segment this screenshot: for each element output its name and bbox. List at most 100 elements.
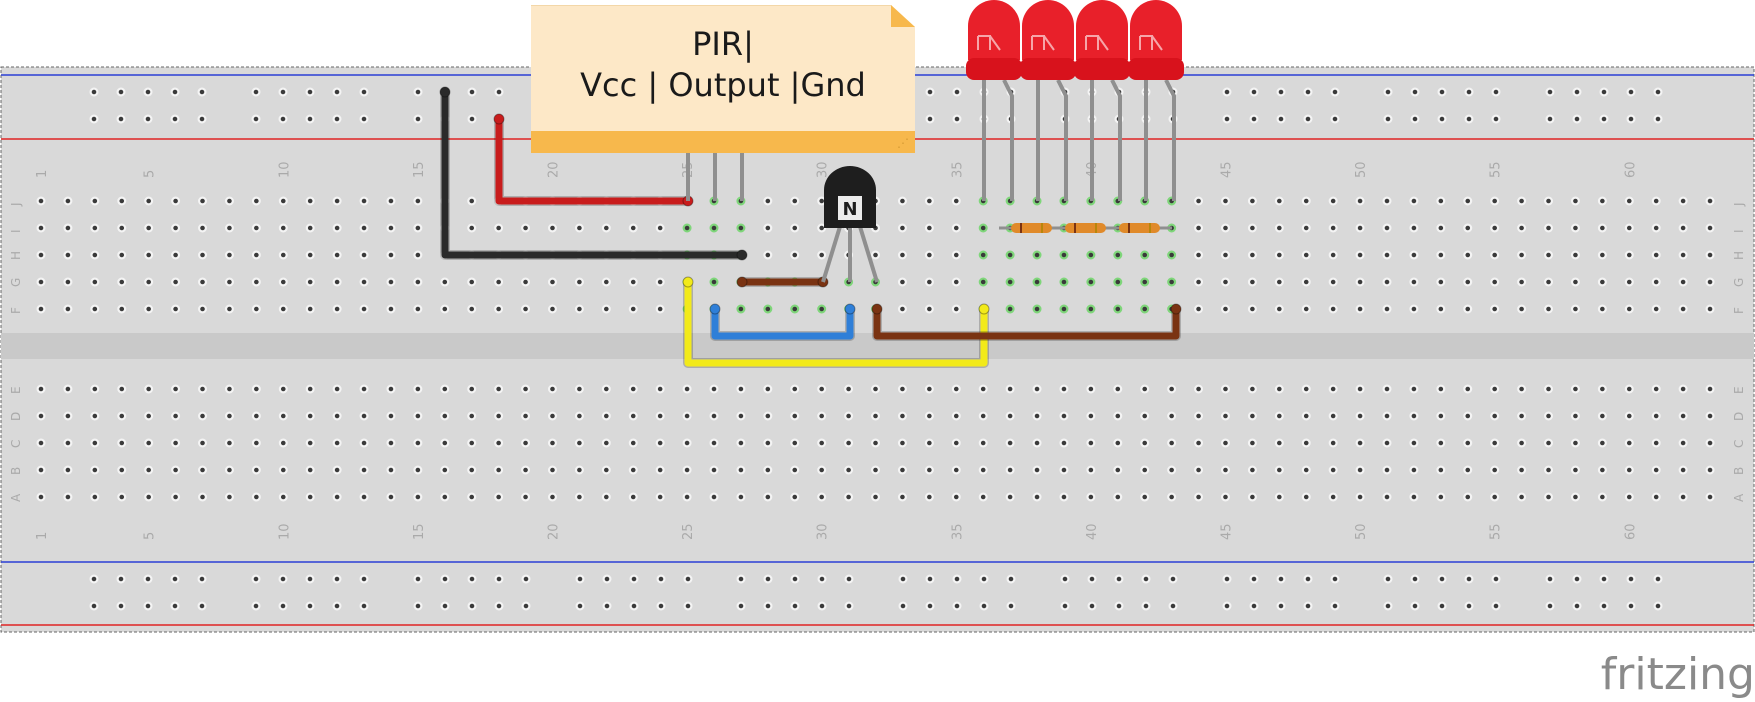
rail-hole <box>763 601 773 611</box>
terminal-hole <box>1140 438 1150 448</box>
rail-hole <box>629 601 639 611</box>
terminal-hole <box>628 438 638 448</box>
rail-hole <box>1330 574 1340 584</box>
terminal-hole <box>1544 250 1554 260</box>
terminal-hole <box>1220 196 1230 206</box>
rail-hole <box>898 601 908 611</box>
terminal-hole <box>1570 304 1580 314</box>
terminal-hole <box>1597 304 1607 314</box>
terminal-hole <box>1490 438 1500 448</box>
led-3-highlight <box>1085 35 1109 51</box>
terminal-hole <box>655 223 665 233</box>
terminal-hole <box>171 411 181 421</box>
terminal-hole <box>897 411 907 421</box>
col-number-bottom: 30 <box>816 523 831 540</box>
terminal-hole <box>1032 492 1042 502</box>
terminal-hole <box>359 223 369 233</box>
terminal-hole <box>547 438 557 448</box>
terminal-hole <box>1005 411 1015 421</box>
terminal-hole <box>1436 492 1446 502</box>
wire-blue-end <box>709 303 721 315</box>
rail-hole <box>1276 114 1286 124</box>
rail-hole <box>1626 114 1636 124</box>
terminal-hole <box>1517 384 1527 394</box>
terminal-hole <box>763 223 773 233</box>
terminal-hole <box>198 223 208 233</box>
terminal-hole <box>1274 304 1284 314</box>
terminal-hole <box>440 277 450 287</box>
rail-hole <box>1276 87 1286 97</box>
rail-hole <box>844 601 854 611</box>
wire-yellow-end <box>978 303 990 315</box>
terminal-hole <box>978 492 988 502</box>
terminal-hole <box>951 196 961 206</box>
rail-hole <box>1437 601 1447 611</box>
rail-hole <box>1168 601 1178 611</box>
terminal-hole <box>117 492 127 502</box>
terminal-hole <box>1436 277 1446 287</box>
terminal-hole <box>144 223 154 233</box>
rail-hole <box>817 601 827 611</box>
terminal-hole <box>278 277 288 287</box>
terminal-hole <box>36 492 46 502</box>
terminal-hole <box>1194 250 1204 260</box>
led-4 <box>1130 0 1182 60</box>
terminal-hole <box>467 196 477 206</box>
rail-hole <box>1141 601 1151 611</box>
terminal-hole <box>386 384 396 394</box>
terminal-hole <box>413 304 423 314</box>
rail-hole <box>305 87 315 97</box>
rail-hole <box>1572 87 1582 97</box>
terminal-hole <box>413 250 423 260</box>
terminal-hole <box>305 465 315 475</box>
terminal-hole <box>1382 438 1392 448</box>
terminal-hole <box>547 277 557 287</box>
terminal-hole <box>467 223 477 233</box>
rail-hole <box>251 574 261 584</box>
rail-hole <box>467 574 477 584</box>
terminal-hole <box>1059 304 1069 314</box>
terminal-hole <box>224 384 234 394</box>
rail-hole <box>925 114 935 124</box>
terminal-hole <box>332 438 342 448</box>
rail-hole <box>1249 114 1259 124</box>
terminal-hole <box>897 492 907 502</box>
terminal-hole <box>332 465 342 475</box>
terminal-hole <box>924 384 934 394</box>
led-4-rim <box>1128 58 1184 80</box>
terminal-hole <box>736 492 746 502</box>
terminal-hole <box>1167 492 1177 502</box>
terminal-hole <box>1624 250 1634 260</box>
terminal-hole <box>1086 465 1096 475</box>
terminal-hole <box>1032 438 1042 448</box>
terminal-hole <box>817 250 827 260</box>
rail-hole <box>1464 601 1474 611</box>
terminal-hole <box>198 277 208 287</box>
terminal-hole <box>332 250 342 260</box>
terminal-hole <box>978 411 988 421</box>
terminal-hole <box>1651 438 1661 448</box>
terminal-hole <box>359 196 369 206</box>
rail-hole <box>143 601 153 611</box>
terminal-hole <box>1490 465 1500 475</box>
terminal-hole <box>736 223 746 233</box>
terminal-hole <box>90 411 100 421</box>
rail-hole <box>197 574 207 584</box>
terminal-hole <box>547 411 557 421</box>
terminal-hole <box>467 384 477 394</box>
terminal-hole <box>978 384 988 394</box>
rail-hole <box>1653 114 1663 124</box>
terminal-hole <box>1705 277 1715 287</box>
terminal-hole <box>574 438 584 448</box>
terminal-hole <box>1167 277 1177 287</box>
rail-hole <box>521 601 531 611</box>
wire-black <box>441 88 746 259</box>
terminal-hole <box>36 465 46 475</box>
terminal-hole <box>521 277 531 287</box>
terminal-hole <box>1328 411 1338 421</box>
terminal-hole <box>386 411 396 421</box>
col-number-bottom: 25 <box>681 523 696 540</box>
terminal-hole <box>1113 277 1123 287</box>
terminal-hole <box>844 492 854 502</box>
terminal-hole <box>1140 384 1150 394</box>
